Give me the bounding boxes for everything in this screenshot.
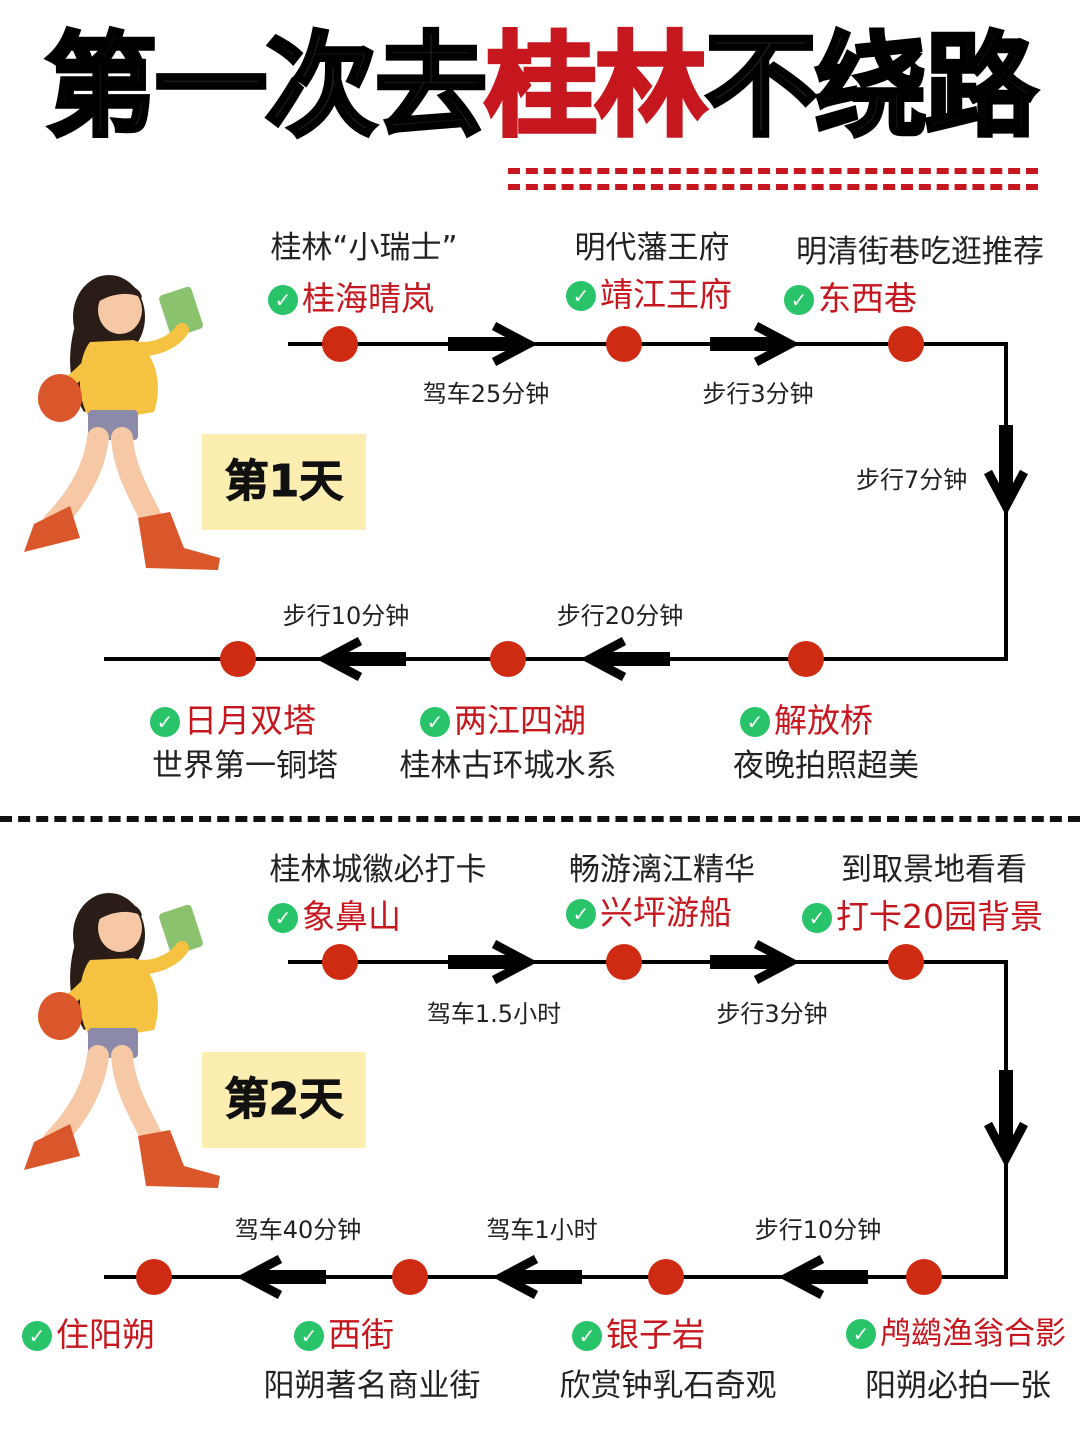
check-circle-icon: ✓ [566, 281, 596, 311]
stop-dot-icon [322, 326, 358, 362]
stop-caption: 明代藩王府 [574, 230, 730, 266]
check-circle-icon: ✓ [802, 903, 832, 933]
arrow-icon [492, 1255, 582, 1299]
stop-caption: 阳朔著名商业街 [263, 1368, 481, 1404]
stop-caption: 明清街巷吃逛推荐 [796, 234, 1044, 270]
stop-caption: 桂林城徽必打卡 [269, 852, 487, 888]
stop-name: ✓鸬鹚渔翁合影 [846, 1308, 1066, 1353]
stop-name: ✓住阳朔 [22, 1308, 155, 1356]
check-circle-icon: ✓ [420, 707, 450, 737]
leg-label: 步行20分钟 [556, 602, 684, 630]
stop-name: ✓西街 [294, 1308, 394, 1356]
leg-label: 驾车25分钟 [422, 380, 550, 408]
stop-name: ✓兴坪游船 [566, 886, 732, 934]
arrow-icon [448, 322, 538, 366]
title-underline-bottom [508, 184, 1038, 190]
leg-label: 步行10分钟 [282, 602, 410, 630]
stop-dot-icon [606, 326, 642, 362]
stop-name: ✓象鼻山 [268, 890, 401, 938]
stop-caption: 世界第一铜塔 [152, 748, 338, 784]
check-circle-icon: ✓ [268, 903, 298, 933]
girl-reading-illustration [24, 275, 220, 570]
arrow-icon [984, 1070, 1028, 1168]
arrow-icon [710, 322, 800, 366]
stop-dot-icon [392, 1259, 428, 1295]
stop-caption: 桂林古环城水系 [399, 748, 617, 784]
arrow-icon [710, 940, 800, 984]
check-circle-icon: ✓ [268, 285, 298, 315]
stop-caption: 欣赏钟乳石奇观 [559, 1368, 777, 1404]
arrow-icon [316, 637, 406, 681]
stop-dot-icon [490, 641, 526, 677]
arrow-icon [984, 425, 1028, 516]
stop-dot-icon [888, 944, 924, 980]
stop-dot-icon [788, 641, 824, 677]
girl-reading-illustration [24, 893, 220, 1188]
arrow-icon [580, 637, 670, 681]
stop-dot-icon [220, 641, 256, 677]
leg-label: 驾车1.5小时 [426, 1000, 562, 1028]
title-highlight: 桂林 [483, 20, 709, 154]
check-circle-icon: ✓ [294, 1321, 324, 1351]
stop-dot-icon [136, 1259, 172, 1295]
stop-caption: 桂林“小瑞士” [270, 230, 458, 266]
day-badge: 第2天 [202, 1052, 366, 1148]
title-part2: 不绕路 [703, 20, 1039, 154]
leg-label: 驾车40分钟 [234, 1216, 362, 1244]
stop-caption: 夜晚拍照超美 [733, 748, 919, 784]
title-part1: 第一次去 [43, 20, 489, 154]
check-circle-icon: ✓ [784, 285, 814, 315]
stop-name: ✓解放桥 [740, 694, 873, 742]
stop-caption: 阳朔必拍一张 [865, 1368, 1051, 1404]
stop-name: ✓东西巷 [784, 272, 917, 320]
stop-name: ✓靖江王府 [566, 268, 732, 316]
section-divider [0, 816, 1080, 822]
stop-dot-icon [322, 944, 358, 980]
stop-name: ✓两江四湖 [420, 694, 586, 742]
stop-name: ✓桂海晴岚 [268, 272, 434, 320]
title-underline-top [508, 168, 1038, 174]
check-circle-icon: ✓ [846, 1319, 876, 1349]
arrow-icon [236, 1255, 326, 1299]
stop-caption: 到取景地看看 [841, 852, 1027, 888]
stop-name: ✓日月双塔 [150, 694, 316, 742]
leg-label: 步行10分钟 [754, 1216, 882, 1244]
check-circle-icon: ✓ [572, 1321, 602, 1351]
stop-dot-icon [606, 944, 642, 980]
stop-name: ✓打卡20园背景 [802, 890, 1043, 938]
stop-caption: 畅游漓江精华 [569, 852, 755, 888]
check-circle-icon: ✓ [566, 899, 596, 929]
stop-name: ✓银子岩 [572, 1308, 705, 1356]
check-circle-icon: ✓ [22, 1321, 52, 1351]
check-circle-icon: ✓ [150, 707, 180, 737]
page-title: 第一次去桂林不绕路 [0, 20, 1080, 154]
leg-label: 步行7分钟 [856, 466, 968, 494]
day-badge: 第1天 [202, 434, 366, 530]
stop-dot-icon [888, 326, 924, 362]
leg-label: 步行3分钟 [702, 380, 814, 408]
stop-dot-icon [648, 1259, 684, 1295]
check-circle-icon: ✓ [740, 707, 770, 737]
stop-dot-icon [906, 1259, 942, 1295]
leg-label: 步行3分钟 [716, 1000, 828, 1028]
leg-label: 驾车1小时 [486, 1216, 598, 1244]
arrow-icon [778, 1255, 868, 1299]
arrow-icon [448, 940, 538, 984]
